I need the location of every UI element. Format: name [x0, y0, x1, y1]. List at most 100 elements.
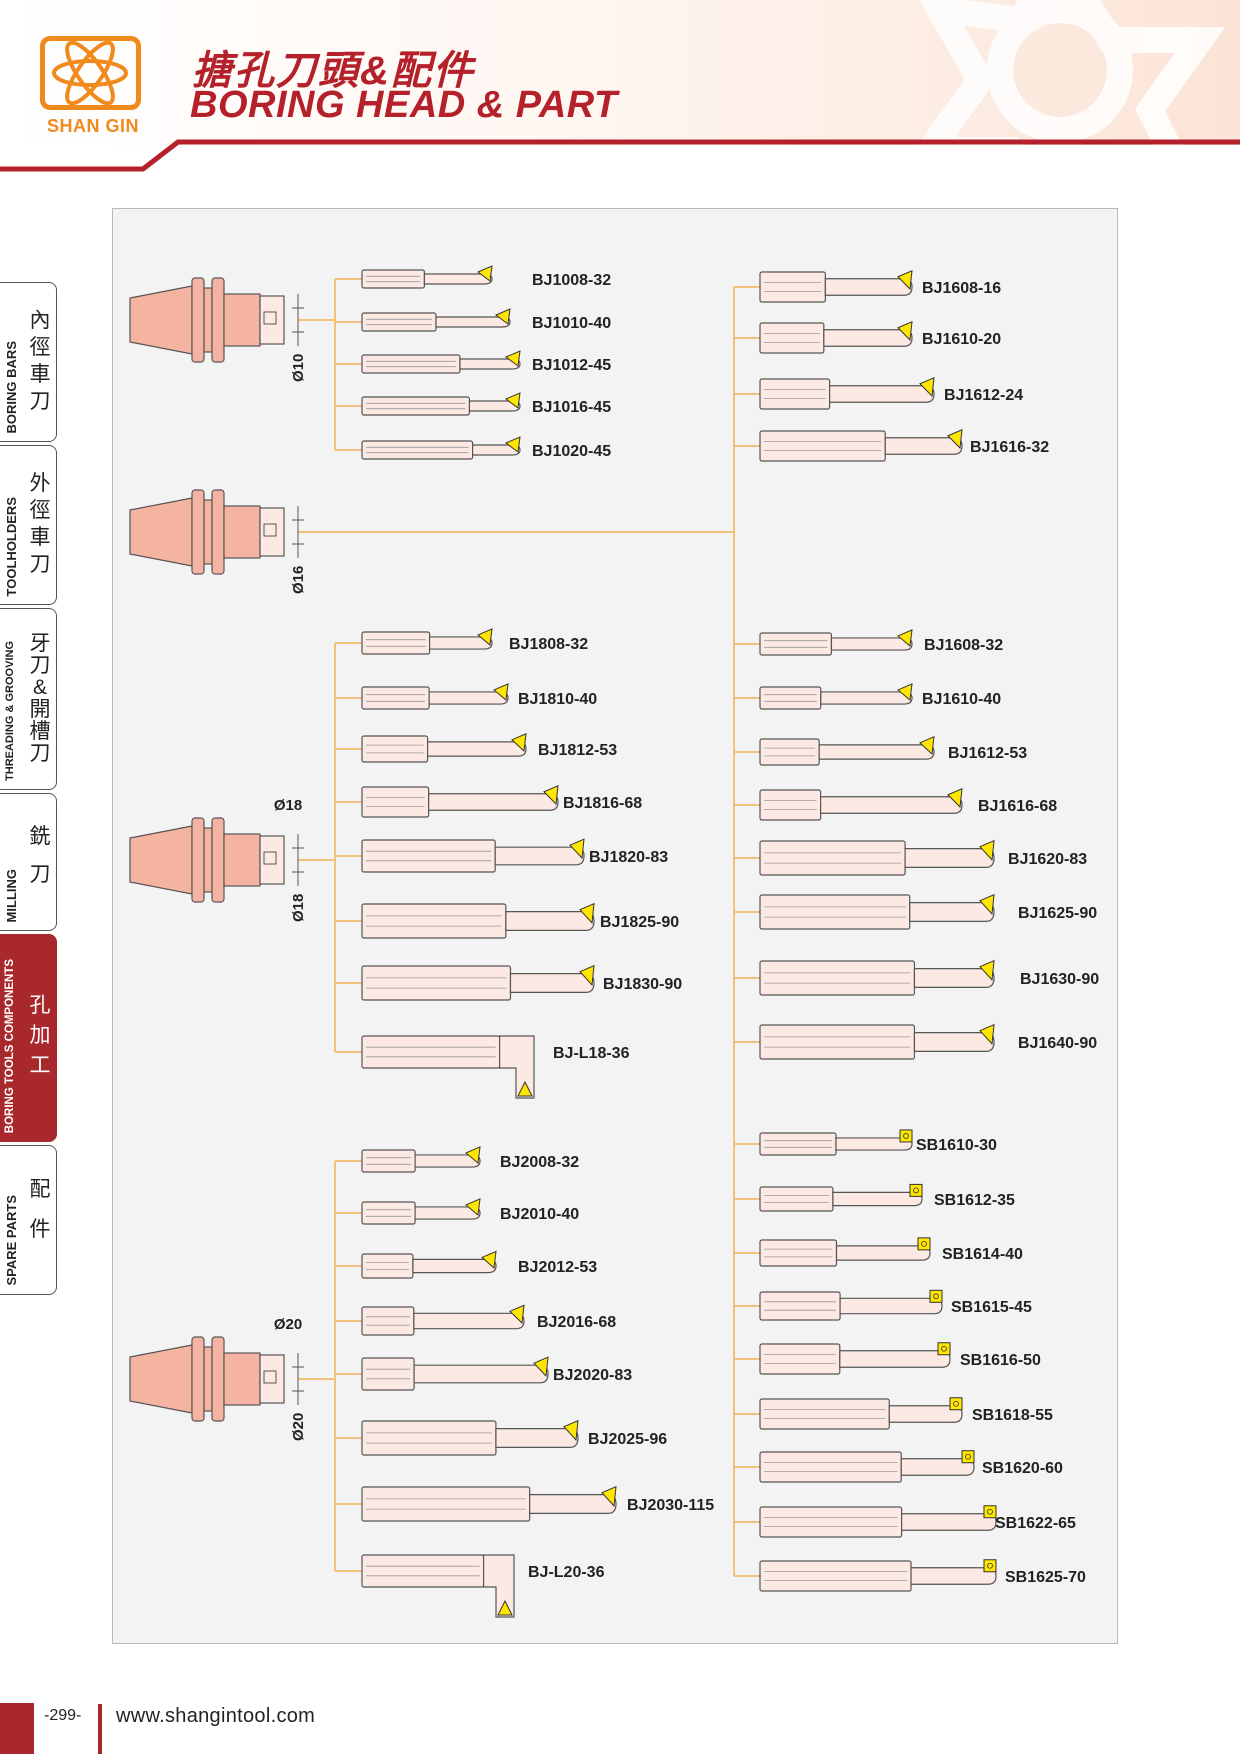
bar-label: BJ1610-40 — [922, 691, 1001, 708]
boring-bar: BJ1620-83 — [759, 839, 1087, 876]
logo — [40, 36, 141, 110]
boring-bar: BJ1616-32 — [759, 428, 1049, 462]
tab-milling[interactable]: MILLING 銑刀 — [0, 793, 57, 931]
bars: BJ1008-32BJ1010-40BJ1012-45BJ1016-45BJ10… — [361, 265, 1099, 1618]
bar-label: SB1622-65 — [995, 1515, 1076, 1532]
bar-label: BJ1825-90 — [600, 914, 679, 931]
holder-dimension-label: Ø20 — [290, 1413, 307, 1441]
boring-bar: BJ1010-40 — [361, 308, 611, 332]
boring-bar: BJ2016-68 — [361, 1304, 616, 1336]
tab-label-zh: 配件 — [29, 1178, 51, 1241]
tab-spare-parts[interactable]: SPARE PARTS 配件 — [0, 1145, 57, 1295]
bar-label: BJ1808-32 — [509, 636, 588, 653]
boring-bar: BJ2020-83 — [361, 1356, 632, 1391]
bar-label: BJ1010-40 — [532, 315, 611, 332]
bar-label: BJ1625-90 — [1018, 905, 1097, 922]
bar-label: SB1614-40 — [942, 1246, 1023, 1263]
boring-bar: SB1616-50 — [759, 1342, 1041, 1375]
bar-label: SB1610-30 — [916, 1137, 997, 1154]
boring-bar: BJ2025-96 — [361, 1419, 667, 1456]
bar-label: BJ2020-83 — [553, 1367, 632, 1384]
tab-toolholders[interactable]: TOOLHOLDERS 外徑車刀 — [0, 445, 57, 605]
footer-accent — [0, 1703, 34, 1754]
tab-label-zh: 內徑車刀 — [29, 309, 51, 413]
bar-label: BJ1008-32 — [532, 272, 611, 289]
bar-label: BJ1012-45 — [532, 357, 611, 374]
bar-label: BJ1608-32 — [924, 637, 1003, 654]
boring-bar: BJ1016-45 — [361, 392, 611, 416]
bar-label: BJ2008-32 — [500, 1154, 579, 1171]
atom-logo-icon — [52, 40, 128, 106]
bar-label: BJ2010-40 — [500, 1206, 579, 1223]
boring-bar: BJ1625-90 — [759, 893, 1097, 930]
boring-bar: BJ1610-20 — [759, 320, 1001, 354]
boring-bar: BJ1012-45 — [361, 350, 611, 374]
bar-label: BJ1016-45 — [532, 399, 611, 416]
boring-bar: BJ2030-115 — [361, 1485, 714, 1522]
bar-label: BJ1616-68 — [978, 798, 1057, 815]
tab-boring-tools-components[interactable]: BORING TOOLS COMPONENTS 孔加工 — [0, 934, 57, 1142]
boring-bar: SB1610-30 — [759, 1129, 997, 1156]
boring-bar: BJ1820-83 — [361, 838, 668, 873]
holder-dimension-label: Ø20 — [274, 1316, 302, 1333]
holder-dimension-label: Ø18 — [274, 797, 302, 814]
bar-label: BJ2030-115 — [627, 1497, 714, 1514]
boring-bar: SB1620-60 — [759, 1450, 1063, 1483]
boring-bar: SB1614-40 — [759, 1237, 1023, 1267]
tab-boring-bars[interactable]: BORING BARS 內徑車刀 — [0, 282, 57, 442]
boring-head-holder: Ø10 — [129, 277, 307, 382]
bar-label: BJ2025-96 — [588, 1431, 667, 1448]
page-title-zh: 搪孔刀頭&配件 — [192, 49, 475, 93]
boring-bar: BJ1610-40 — [759, 683, 1001, 710]
bar-label: BJ1816-68 — [563, 795, 642, 812]
boring-bar: BJ-L20-36 — [361, 1554, 605, 1618]
tab-label-zh: 外徑車刀 — [29, 472, 51, 576]
tab-label-zh: 牙刀&開槽刀 — [29, 632, 51, 765]
page-number: -299- — [44, 1707, 82, 1724]
footer-url: www.shangintool.com — [116, 1705, 316, 1727]
tab-label-zh: 銑刀 — [29, 825, 51, 886]
tab-threading-grooving[interactable]: THREADING & GROOVING 牙刀&開槽刀 — [0, 608, 57, 790]
boring-bar: SB1625-70 — [759, 1559, 1086, 1592]
footer-divider — [98, 1704, 102, 1754]
bar-label: SB1618-55 — [972, 1407, 1053, 1424]
boring-bar: BJ1630-90 — [759, 959, 1099, 996]
boring-bar: BJ1810-40 — [361, 683, 597, 710]
bar-label: BJ1640-90 — [1018, 1035, 1097, 1052]
boring-head-holder: Ø16 — [129, 489, 307, 594]
boring-bar: BJ1816-68 — [361, 784, 642, 818]
bar-label: BJ1020-45 — [532, 443, 611, 460]
boring-bar: BJ1608-16 — [759, 269, 1001, 303]
bar-label: BJ2012-53 — [518, 1259, 597, 1276]
bar-label: SB1616-50 — [960, 1352, 1041, 1369]
boring-bar: SB1618-55 — [759, 1397, 1053, 1430]
bar-label: BJ1610-20 — [922, 331, 1001, 348]
header-rule — [0, 139, 1240, 172]
bar-label: BJ2016-68 — [537, 1314, 616, 1331]
logo-text: SHAN GIN — [46, 116, 139, 136]
boring-bar: BJ2012-53 — [361, 1250, 597, 1279]
bar-label: BJ1612-53 — [948, 745, 1027, 762]
boring-bar: BJ1608-32 — [759, 629, 1003, 656]
boring-bar: BJ1612-53 — [759, 736, 1027, 766]
boring-bar: SB1622-65 — [759, 1505, 1076, 1538]
leader-lines — [298, 278, 760, 1577]
bar-label: BJ1616-32 — [970, 439, 1049, 456]
boring-bar: BJ1008-32 — [361, 265, 611, 289]
tab-label-zh: 孔加工 — [29, 994, 51, 1077]
boring-bar: BJ1812-53 — [361, 733, 617, 763]
bar-label: BJ1630-90 — [1020, 971, 1099, 988]
bar-label: BJ1620-83 — [1008, 851, 1087, 868]
boring-bar: BJ2008-32 — [361, 1146, 579, 1173]
bar-label: SB1625-70 — [1005, 1569, 1086, 1586]
star-pattern-decoration — [917, 0, 1226, 145]
boring-bar: BJ1830-90 — [361, 964, 682, 1001]
holder-dimension-label: Ø18 — [290, 894, 307, 922]
boring-bar: BJ1616-68 — [759, 787, 1057, 821]
bar-label: BJ1820-83 — [589, 849, 668, 866]
header-banner — [0, 0, 1240, 145]
bar-label: BJ1812-53 — [538, 742, 617, 759]
